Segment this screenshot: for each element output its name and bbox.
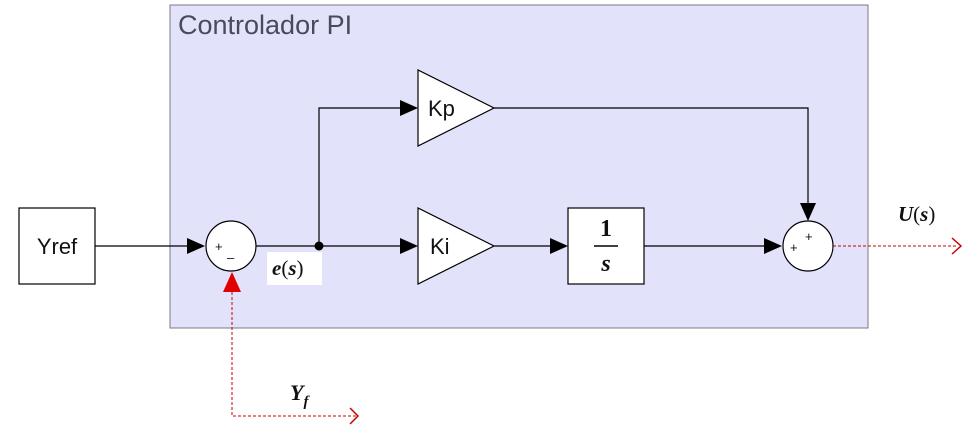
yref-label: Yref (37, 234, 78, 259)
integrator-to-sum2-arrowhead (764, 238, 782, 254)
ki-to-integrator-arrowhead (550, 238, 568, 254)
kp-to-sum2-arrowhead (800, 203, 816, 221)
ki-label: Ki (430, 234, 450, 259)
yref-block[interactable]: Yref (18, 207, 96, 285)
kp-gain-block[interactable]: Kp (417, 69, 496, 147)
kp-to-sum2-line (494, 107, 809, 214)
integrator-numerator: 1 (600, 216, 612, 242)
kp-label: Kp (428, 96, 455, 121)
yref-to-sum1-arrowhead (187, 238, 205, 254)
sum2-plus-left-sign: + (790, 240, 798, 255)
feedback-signal-label: Yf (290, 380, 310, 410)
controller-area-title: Controlador PI (178, 10, 352, 40)
sum2-block[interactable]: + + (782, 220, 834, 272)
feedback-port-line (231, 292, 356, 417)
output-signal-label: U(s) (898, 202, 935, 226)
branch-to-kp-arrowhead (400, 100, 418, 116)
ki-gain-block[interactable]: Ki (417, 207, 496, 285)
branch-point (314, 241, 324, 251)
feedback-port-marker[interactable] (349, 407, 360, 425)
sum1-plus-sign: + (215, 239, 223, 254)
branch-to-kp-line (318, 107, 410, 246)
integrator-block[interactable]: 1 s (567, 207, 645, 285)
feedback-arrowhead (223, 272, 241, 292)
signal-lines (95, 100, 816, 254)
port-lines (231, 245, 958, 417)
sum1-block[interactable]: + – (205, 220, 257, 272)
output-port-marker[interactable] (951, 237, 963, 255)
sum2-plus-top-sign: + (805, 229, 813, 244)
branch-to-ki-arrowhead (400, 238, 418, 254)
error-signal-label: e(s) (272, 256, 304, 280)
error-label-background (267, 252, 322, 285)
integrator-denominator: s (600, 251, 610, 277)
sum1-minus-sign: – (227, 250, 235, 265)
